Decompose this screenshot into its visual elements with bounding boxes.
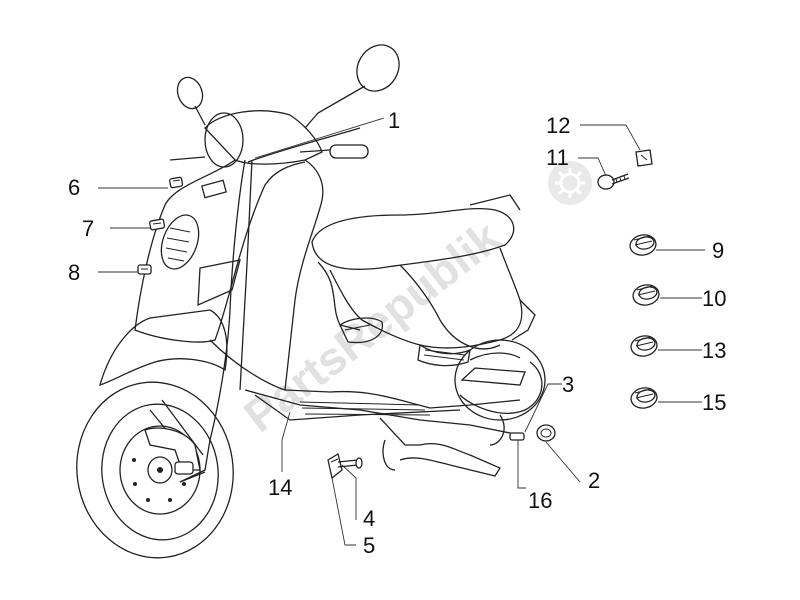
part-screw-4: [337, 457, 363, 469]
watermark-text: PartsRepublik: [234, 210, 510, 442]
leader-lines: [98, 117, 705, 546]
part-screw-11: [597, 173, 630, 190]
callout-10: 10: [702, 286, 726, 311]
part-clip-7: [149, 218, 166, 231]
callout-5: 5: [363, 533, 375, 558]
callout-6: 6: [68, 175, 80, 200]
part-bracket-5: [327, 452, 343, 480]
part-clip-6: [169, 176, 184, 189]
callout-2: 2: [588, 468, 600, 493]
callout-1: 1: [388, 108, 400, 133]
callout-4: 4: [363, 506, 375, 531]
part-clip-8: [137, 264, 152, 275]
callout-7: 7: [82, 216, 94, 241]
part-clamp-9: [629, 234, 657, 256]
callout-15: 15: [702, 390, 726, 415]
part-clamp-15: [630, 387, 658, 409]
callout-16: 16: [528, 488, 552, 513]
callout-3: 3: [562, 372, 574, 397]
gear-icon: [548, 161, 592, 205]
callout-12: 12: [546, 113, 570, 138]
part-clamp-13: [630, 335, 658, 357]
callout-8: 8: [68, 260, 80, 285]
part-cap-2: [536, 424, 556, 442]
callout-11: 11: [546, 145, 569, 170]
callout-14: 14: [268, 475, 292, 500]
part-bolt-16: [509, 432, 525, 441]
callouts: 1 2 3 4 5 6 7 8 9 10 11 12 13 14 15 16: [68, 108, 726, 558]
scooter-illustration: [76, 44, 546, 559]
part-nut-12: [635, 149, 653, 167]
callout-9: 9: [712, 238, 724, 263]
callout-13: 13: [702, 338, 726, 363]
part-clamp-10: [632, 284, 660, 306]
watermark: PartsRepublik: [234, 210, 510, 442]
